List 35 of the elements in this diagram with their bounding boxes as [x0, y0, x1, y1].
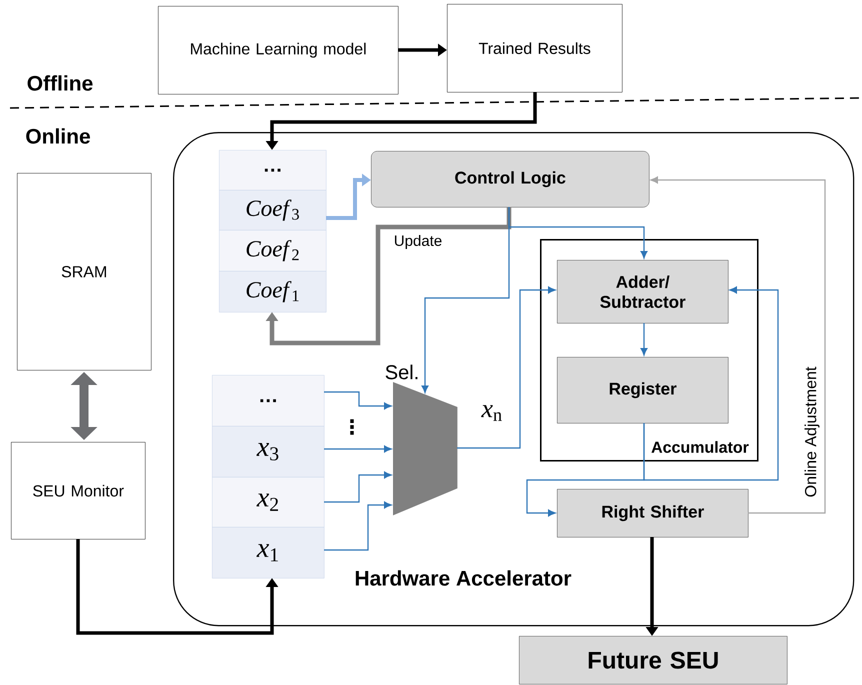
register-cell: x$_{2}$	[212, 477, 324, 528]
memory-box: SRAM	[17, 173, 152, 370]
arrow	[643, 286, 779, 481]
arrow	[324, 391, 392, 410]
register-cell: x$_{3}$	[212, 426, 324, 478]
adder-box: Adder/ Subtractor	[557, 260, 728, 324]
output-box: Future SEU	[519, 636, 788, 684]
register-box: Register	[557, 357, 728, 424]
arrow	[457, 286, 556, 449]
arrow	[266, 207, 512, 346]
arrow	[324, 472, 392, 503]
arrow	[324, 446, 392, 452]
monitor-box: SEU Monitor	[11, 442, 146, 540]
section-label: Offline	[28, 75, 93, 91]
register-cell: Coef$_{1}$	[219, 271, 326, 312]
selector-label: Sel.	[386, 364, 418, 380]
arrow	[650, 176, 826, 514]
shifter-box: Right Shifter	[557, 489, 748, 538]
process-box: Machine Learning model	[158, 6, 398, 94]
register-cell: Coef$_{3}$	[219, 190, 326, 230]
multiplexer-symbol	[393, 382, 458, 516]
arrow	[640, 323, 648, 356]
section-label: Online	[26, 128, 90, 144]
process-box: Trained Results	[447, 4, 622, 92]
edge-label: x$_{n}$	[480, 404, 504, 422]
register-cell: …	[219, 150, 326, 190]
control-logic-box: Control Logic	[371, 151, 650, 208]
register-cell: x$_{1}$	[212, 527, 324, 578]
arrow	[324, 502, 392, 551]
edge-label: Update	[392, 234, 444, 250]
edge-label: Online Adjustment	[804, 366, 820, 498]
register-cell: Coef$_{2}$	[219, 230, 326, 272]
ellipsis-mark: ⋮	[350, 419, 354, 435]
arrow	[422, 207, 510, 393]
register-cell: …	[212, 375, 324, 426]
